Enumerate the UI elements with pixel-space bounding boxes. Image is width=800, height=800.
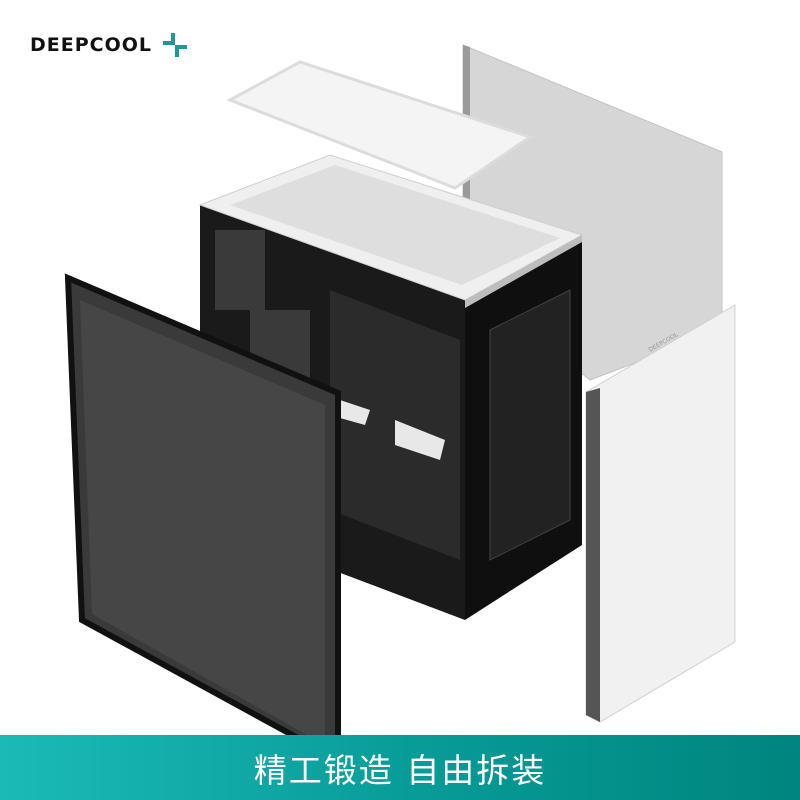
slogan-text: 精工锻造 自由拆装 [253, 750, 547, 790]
slogan-banner: 精工锻造 自由拆装 [0, 735, 800, 800]
exploded-case-illustration: DEEPCOOL [64, 44, 736, 740]
brand-logo: DEEPCOOL [30, 32, 188, 58]
top-dust-filter [226, 60, 534, 190]
deepcool-logo-icon [163, 33, 188, 57]
brand-name: DEEPCOOL [30, 34, 153, 56]
